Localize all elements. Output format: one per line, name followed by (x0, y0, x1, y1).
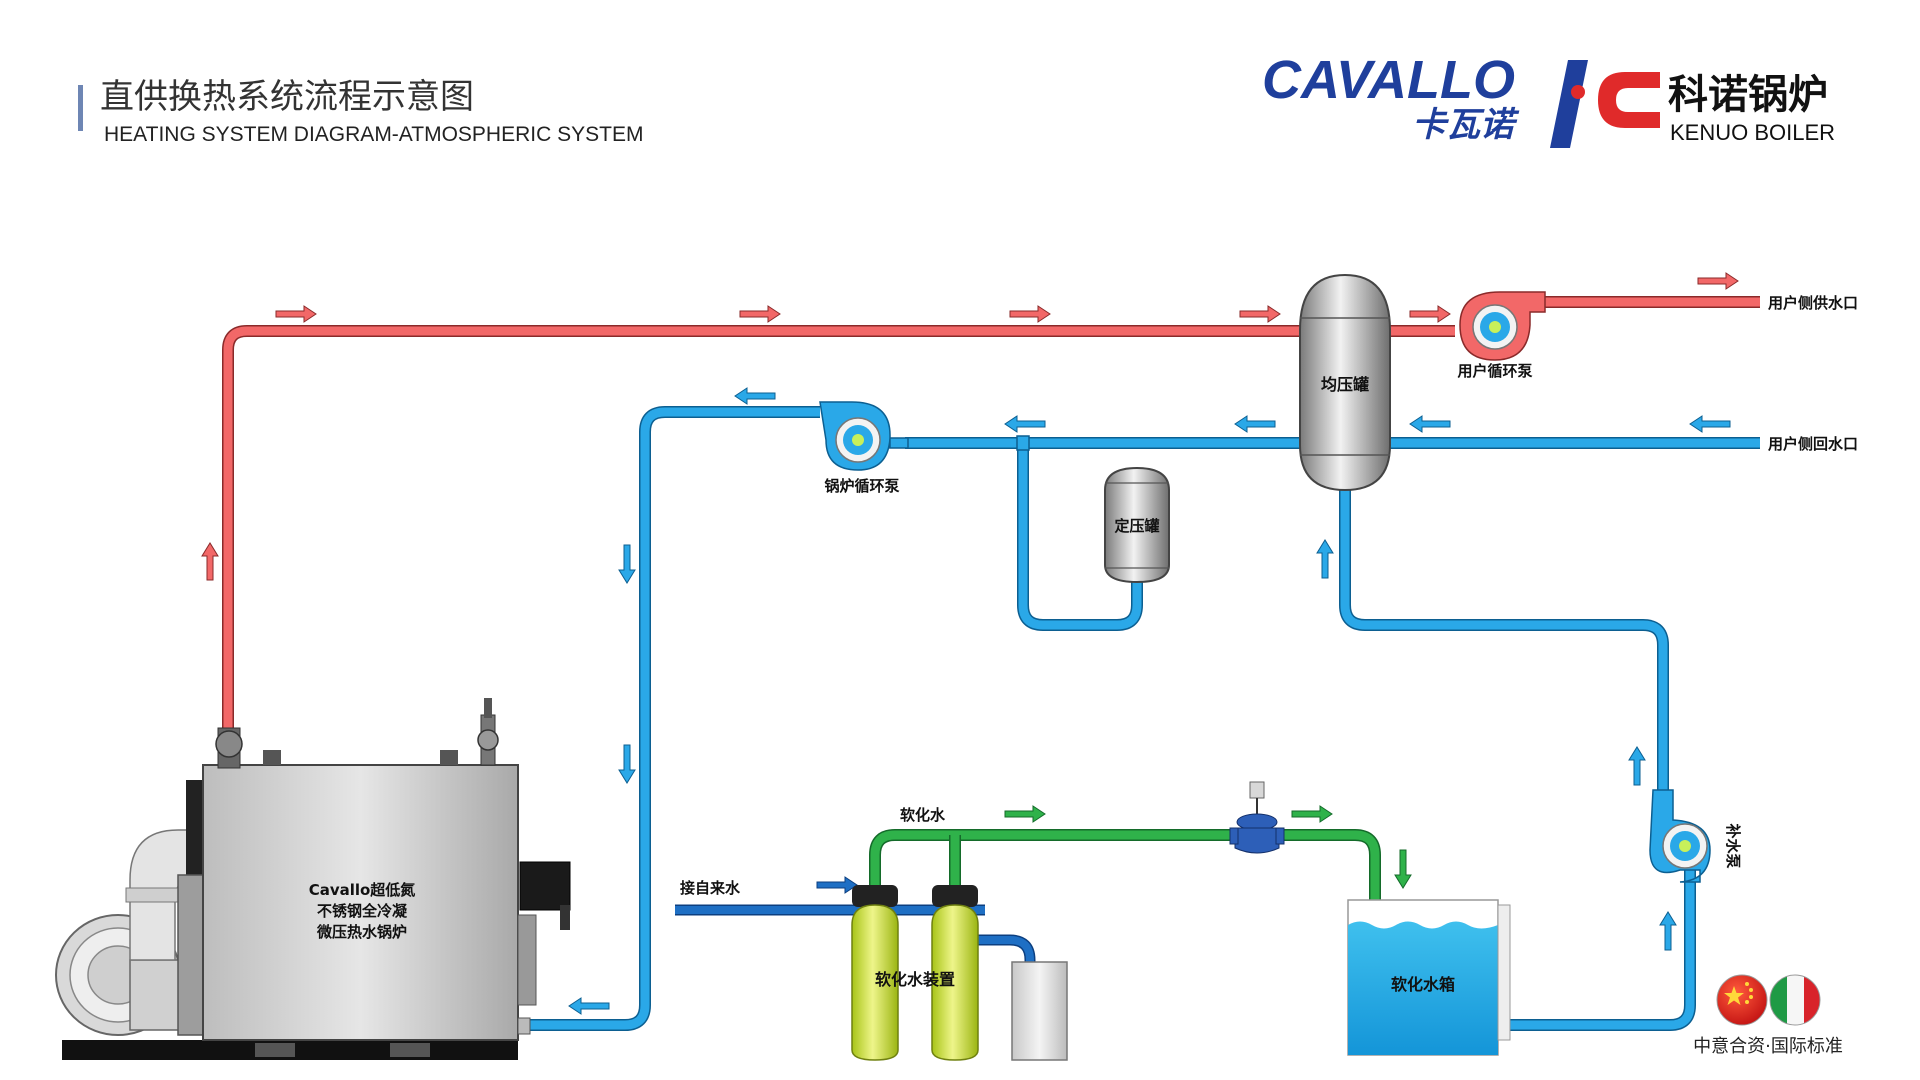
flow-arrow-left (1689, 415, 1731, 433)
boiler-body (202, 764, 519, 1041)
softener-column (851, 904, 899, 1061)
logo-brand-cn: 卡瓦诺 (1412, 105, 1520, 145)
soft-water-label: 软化水 (900, 806, 946, 824)
boiler-label-line1: Cavallo超低氮 (309, 881, 416, 899)
user-pump[interactable]: 用户循环泵 (1457, 291, 1546, 380)
flow-arrow-left (1234, 415, 1276, 433)
makeup-pump[interactable]: 补水泵 (1649, 789, 1742, 883)
cavallo-logo: CAVALLO 卡瓦诺 (1262, 50, 1520, 145)
logo-dot (1571, 85, 1585, 99)
cold-flow-arrows (568, 387, 1731, 1015)
hot-supply-pipe (222, 296, 1760, 730)
flow-arrow-right (1009, 305, 1051, 323)
kenuo-logo: 科诺锅炉 KENUO BOILER (1550, 60, 1835, 148)
logo-kenuo-en: KENUO BOILER (1670, 120, 1835, 145)
flow-arrow-left (1409, 415, 1451, 433)
flow-arrow-down (618, 544, 636, 584)
flow-arrow-right (1291, 805, 1333, 823)
water-softener: 软化水装置 (851, 885, 1068, 1061)
page-title: 直供换热系统流程示意图 (100, 77, 474, 117)
user-pump-label: 用户循环泵 (1457, 362, 1532, 380)
flow-arrow-up (1659, 911, 1677, 951)
flow-arrow-up (1316, 539, 1334, 579)
flags-badge: 中意合资·国际标准 (1693, 974, 1843, 1057)
flow-arrow-left (734, 387, 776, 405)
boiler: Cavallo超低氮 不锈钢全冷凝 微压热水锅炉 (55, 698, 571, 1060)
balance-tank: 均压罐 (1299, 273, 1391, 492)
flow-arrow-up (1628, 746, 1646, 786)
tee-joint (1016, 435, 1030, 451)
page-subtitle: HEATING SYSTEM DIAGRAM-ATMOSPHERIC SYSTE… (104, 123, 643, 146)
tap-water-label: 接自来水 (680, 879, 741, 897)
flow-arrow-right (816, 876, 858, 894)
italy-flag-icon (1769, 974, 1821, 1026)
flow-arrow-right (1239, 305, 1281, 323)
valve-icon[interactable] (1229, 781, 1285, 854)
china-flag-icon (1716, 974, 1768, 1026)
control-box (519, 861, 571, 911)
soft-tank-label: 软化水箱 (1391, 975, 1455, 994)
balance-tank-label: 均压罐 (1321, 375, 1369, 394)
logo-c-shape (1598, 72, 1660, 128)
flow-arrow-right (1697, 272, 1739, 290)
hot-flow-arrows (201, 272, 1739, 581)
logo-i-stroke (1550, 60, 1588, 148)
badge-text: 中意合资·国际标准 (1693, 1036, 1843, 1057)
tap-flow-arrow (816, 876, 858, 894)
flow-arrow-down (1394, 849, 1412, 889)
burner-head (186, 780, 206, 875)
safety-valve (477, 729, 499, 751)
user-supply-label: 用户侧供水口 (1768, 294, 1858, 312)
flow-arrow-down (618, 744, 636, 784)
flow-arrow-right (1004, 805, 1046, 823)
return-pipe (530, 406, 1760, 1031)
softener-column (931, 904, 979, 1061)
boiler-pump[interactable]: 锅炉循环泵 (819, 401, 909, 495)
pressure-tank-label: 定压罐 (1114, 517, 1159, 535)
soft-flow-arrows (1004, 805, 1412, 889)
logo-kenuo-cn: 科诺锅炉 (1668, 72, 1828, 118)
flow-arrow-right (275, 305, 317, 323)
soft-water-tank: 软化水箱 (1347, 899, 1511, 1056)
flow-arrow-left (1004, 415, 1046, 433)
flow-arrow-right (739, 305, 781, 323)
boiler-label-line3: 微压热水锅炉 (316, 923, 407, 941)
title-accent-bar (78, 85, 83, 131)
logo-brand-en: CAVALLO (1262, 50, 1515, 110)
user-return-label: 用户侧回水口 (1768, 435, 1858, 453)
softener-label: 软化水装置 (875, 970, 955, 989)
brine-tank (1011, 961, 1068, 1061)
boiler-pump-label: 锅炉循环泵 (824, 477, 899, 495)
flow-arrow-right (1409, 305, 1451, 323)
tap-water-pipe (675, 904, 1036, 965)
flow-arrow-left (568, 997, 610, 1015)
boiler-label-line2: 不锈钢全冷凝 (317, 902, 408, 920)
makeup-pump-label: 补水泵 (1724, 822, 1742, 868)
soft-water-pipe (869, 829, 1381, 900)
flow-arrow-up (201, 542, 219, 581)
pressure-tank: 定压罐 (1104, 466, 1170, 584)
